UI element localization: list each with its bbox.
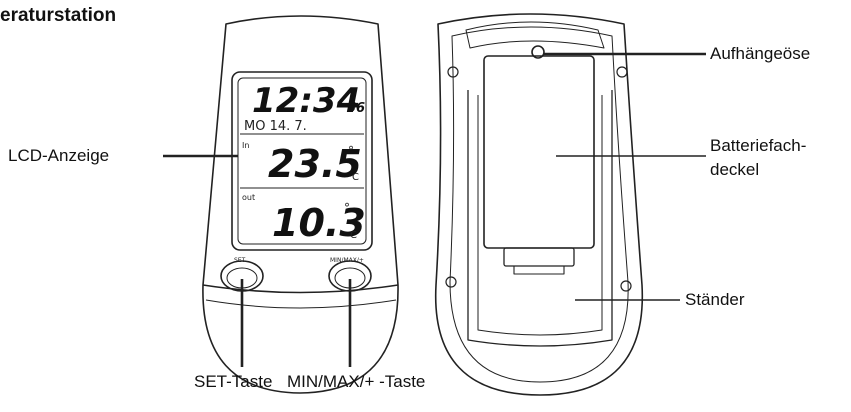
lcd-indoor-tag: In bbox=[242, 141, 249, 150]
label-lcd: LCD-Anzeige bbox=[8, 146, 110, 165]
lcd-indoor-unit: C bbox=[352, 172, 359, 183]
lcd-time: 12:34 bbox=[252, 81, 360, 121]
back-housing bbox=[434, 13, 644, 396]
label-stand: Ständer bbox=[685, 290, 745, 309]
lcd-seconds: 56 bbox=[347, 101, 365, 116]
lcd-outdoor-tag: out bbox=[242, 193, 255, 202]
lcd-indoor-degree: ° bbox=[348, 144, 354, 158]
hook-hole bbox=[531, 45, 545, 59]
lcd-date-row: MO 14. 7. bbox=[244, 119, 307, 134]
label-hook: Aufhängeöse bbox=[710, 44, 811, 63]
label-minmax: MIN/MAX/+ -Taste bbox=[287, 372, 426, 391]
front-base-band bbox=[202, 284, 399, 294]
lcd-outdoor-degree: ° bbox=[344, 201, 350, 215]
lcd-indoor-temp: 23.5 bbox=[268, 142, 362, 186]
stand-frame bbox=[467, 90, 613, 347]
label-set: SET-Taste bbox=[194, 372, 273, 391]
set-button-text: SET bbox=[234, 257, 246, 264]
minmax-button-text: MIN/MAX/+ bbox=[330, 257, 364, 264]
lcd-outdoor-temp: 10.3 bbox=[272, 201, 366, 245]
label-battery-line2: deckel bbox=[710, 160, 760, 179]
lcd-outdoor-unit: C bbox=[350, 230, 357, 241]
diagram-title: eraturstation bbox=[0, 5, 117, 26]
lcd-frame bbox=[231, 71, 373, 251]
battery-cover bbox=[483, 55, 595, 249]
front-housing bbox=[202, 15, 399, 394]
label-battery-line1: Batteriefach- bbox=[710, 136, 807, 155]
